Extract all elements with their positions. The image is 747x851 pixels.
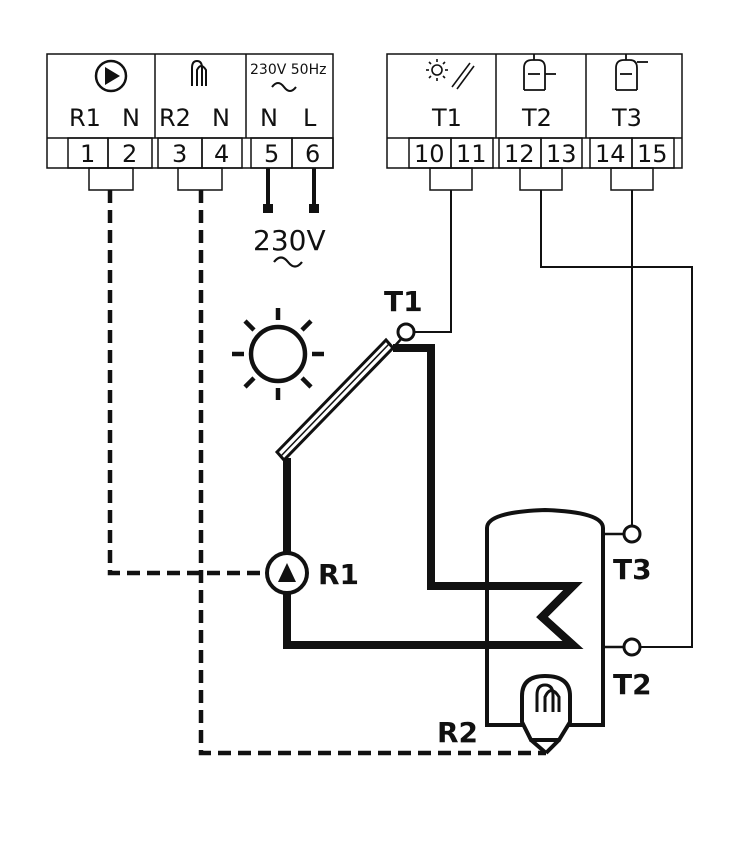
sensor-t1 (392, 322, 416, 349)
sensor-label-t1: T1 (384, 285, 423, 318)
pump-r1 (265, 551, 309, 595)
terminal-6: 6 (305, 140, 320, 168)
sensor-t2 (603, 637, 642, 657)
label-n-3: N (260, 104, 278, 132)
solar-collector-sensor-icon (426, 59, 475, 90)
left-connector-tabs (88, 167, 223, 191)
supply-terminal-l (309, 204, 319, 213)
sun-icon (232, 308, 324, 400)
sensor-label-t3: T3 (613, 553, 652, 586)
control-wires-dashed (107, 190, 546, 756)
terminal-12: 12 (504, 140, 535, 168)
solar-collector (274, 337, 396, 463)
supply-voltage-label: 230V (253, 224, 326, 257)
supply-ac-tilde-icon (273, 256, 303, 268)
terminal-11: 11 (456, 140, 487, 168)
heating-element-icon (191, 59, 207, 86)
terminal-15: 15 (637, 140, 668, 168)
label-l: L (303, 104, 317, 132)
sensor-t3 (603, 524, 642, 544)
label-t3: T3 (611, 104, 642, 132)
supply-label: 230V 50Hz (250, 62, 326, 78)
terminal-10: 10 (414, 140, 445, 168)
terminal-4: 4 (214, 140, 229, 168)
terminal-5: 5 (264, 140, 279, 168)
sensor-wires (414, 190, 693, 648)
tank-coil (487, 582, 584, 649)
terminal-2: 2 (122, 140, 137, 168)
terminal-13: 13 (546, 140, 577, 168)
ac-tilde-icon (271, 82, 297, 92)
terminal-1: 1 (80, 140, 95, 168)
heater-r2 (520, 673, 572, 755)
terminal-3: 3 (172, 140, 187, 168)
pump-label-r1: R1 (318, 558, 359, 591)
pump-icon (94, 59, 128, 93)
label-r1: R1 (69, 104, 101, 132)
label-t1: T1 (431, 104, 462, 132)
supply-terminal-n (263, 204, 273, 213)
terminal-14: 14 (595, 140, 626, 168)
heater-label-r2: R2 (437, 716, 478, 749)
right-connector-tabs (429, 167, 654, 191)
storage-tank (485, 507, 605, 727)
label-t2: T2 (521, 104, 552, 132)
supply-wires (266, 168, 316, 210)
solar-piping (283, 344, 584, 649)
sensor-label-t2: T2 (613, 668, 652, 701)
label-n-2: N (212, 104, 230, 132)
label-n-1: N (122, 104, 140, 132)
tank-sensor-icon (523, 54, 556, 91)
label-r2: R2 (159, 104, 191, 132)
tank-sensor-icon (615, 54, 648, 91)
